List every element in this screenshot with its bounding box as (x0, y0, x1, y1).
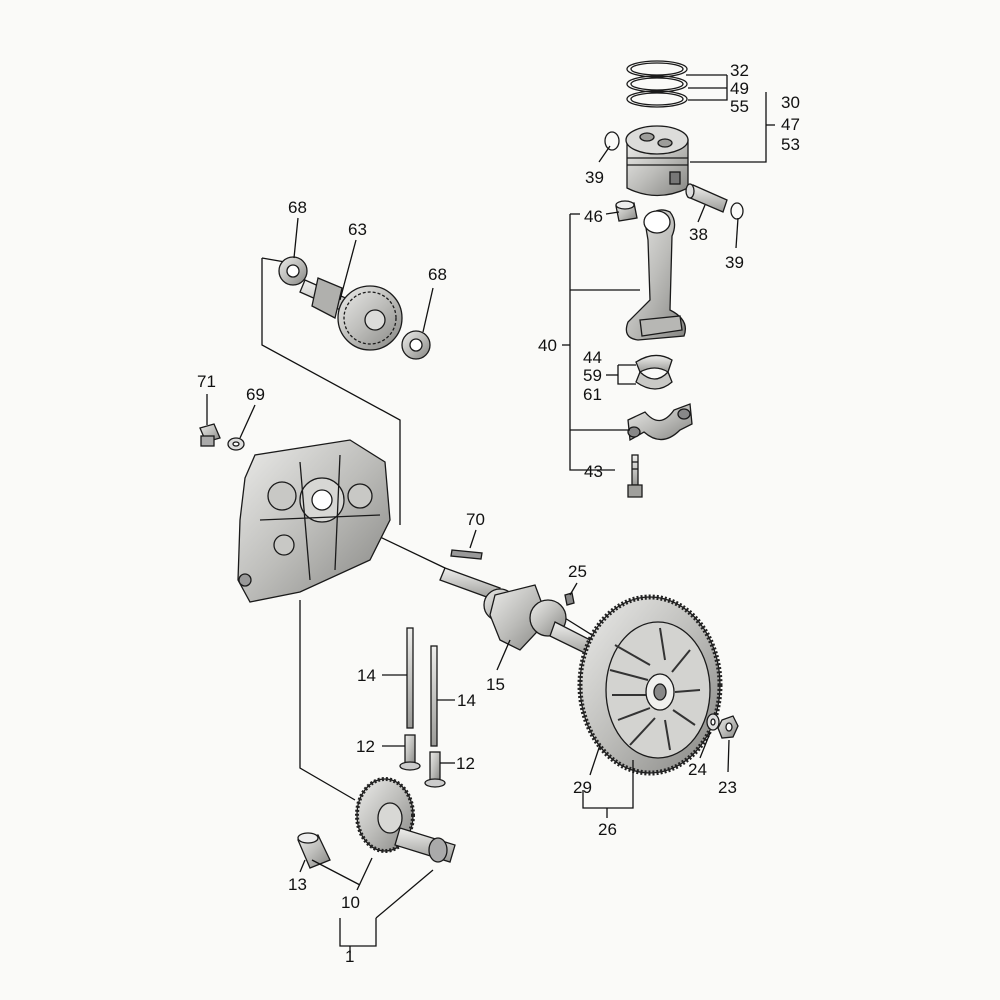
label-49: 49 (730, 79, 749, 98)
label-26: 26 (598, 820, 617, 839)
label-61: 61 (583, 385, 602, 404)
label-38: 38 (689, 225, 708, 244)
piston-pin (685, 183, 728, 213)
label-13: 13 (288, 875, 307, 894)
rod-cap (627, 403, 693, 442)
label-23: 23 (718, 778, 737, 797)
label-32: 32 (730, 61, 749, 80)
piston-clip-right (730, 202, 744, 220)
label-68-right: 68 (428, 265, 447, 284)
rod-bolt (627, 454, 643, 498)
piston-rings (626, 60, 688, 108)
small-end-bushing (615, 200, 638, 222)
label-70: 70 (466, 510, 485, 529)
tappet-left (399, 734, 421, 771)
label-15: 15 (486, 675, 505, 694)
flywheel-washer (706, 713, 720, 731)
flywheel (577, 594, 723, 776)
part-labels: 32 49 55 30 47 53 39 46 38 39 68 63 68 4… (197, 61, 800, 966)
label-71: 71 (197, 372, 216, 391)
drain-plug (199, 423, 221, 447)
label-47: 47 (781, 115, 800, 134)
label-25: 25 (568, 562, 587, 581)
label-12-right: 12 (456, 754, 475, 773)
woodruff-key (450, 549, 483, 560)
label-39-left: 39 (585, 168, 604, 187)
label-14-left: 14 (357, 666, 376, 685)
label-1: 1 (345, 947, 354, 966)
label-59: 59 (583, 366, 602, 385)
label-29: 29 (573, 778, 592, 797)
label-12-left: 12 (356, 737, 375, 756)
label-53: 53 (781, 135, 800, 154)
leader-lines (206, 74, 775, 953)
crank-pin-key (564, 592, 575, 606)
washer (227, 437, 245, 451)
cam-bushing (297, 832, 331, 869)
label-43: 43 (584, 462, 603, 481)
label-40: 40 (538, 336, 557, 355)
balancer-bearing-right (401, 330, 431, 360)
push-rod-right (430, 645, 438, 747)
label-69: 69 (246, 385, 265, 404)
piston (625, 125, 689, 197)
balancer-bearing-left (278, 256, 308, 286)
crankshaft (439, 567, 601, 659)
rod-bearing (635, 354, 673, 390)
label-10: 10 (341, 893, 360, 912)
crankcase-cover (237, 439, 391, 603)
flywheel-nut (717, 715, 739, 739)
label-44: 44 (583, 348, 602, 367)
label-68-left: 68 (288, 198, 307, 217)
balancer-shaft (299, 277, 403, 351)
label-46: 46 (584, 207, 603, 226)
piston-clip-left (604, 131, 620, 151)
label-14-right: 14 (457, 691, 476, 710)
label-55: 55 (730, 97, 749, 116)
label-63: 63 (348, 220, 367, 239)
camshaft (355, 777, 456, 863)
connecting-rod (625, 209, 687, 341)
label-39-right: 39 (725, 253, 744, 272)
label-30: 30 (781, 93, 800, 112)
tappet-right (424, 751, 446, 788)
push-rod-left (406, 627, 414, 729)
label-24: 24 (688, 760, 707, 779)
